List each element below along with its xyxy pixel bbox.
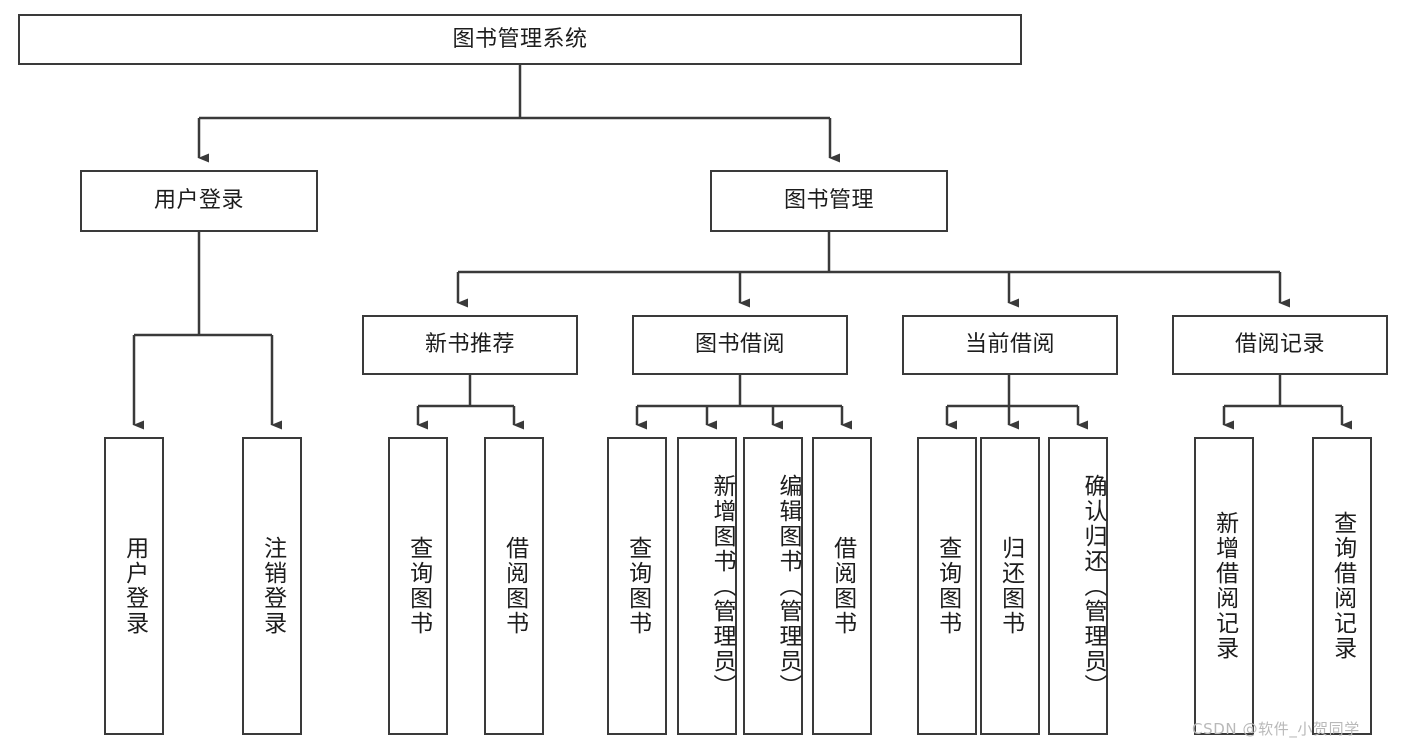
leaf-return-book[interactable]: 归还图书: [980, 437, 1040, 735]
leaf-add-book-admin[interactable]: 新增图书（管理员）: [677, 437, 737, 735]
leaf-confirm-return-admin[interactable]: 确认归还（管理员）: [1048, 437, 1108, 735]
csdn-watermark: CSDN @软件_小贺同学: [1192, 720, 1360, 738]
leaf-query-book-borrow[interactable]: 查询图书: [607, 437, 667, 735]
node-borrow-record[interactable]: 借阅记录: [1172, 315, 1388, 375]
node-user-login[interactable]: 用户登录: [80, 170, 318, 232]
node-book-management[interactable]: 图书管理: [710, 170, 948, 232]
leaf-query-borrow-record[interactable]: 查询借阅记录: [1312, 437, 1372, 735]
leaf-query-book-recommend[interactable]: 查询图书: [388, 437, 448, 735]
leaf-query-book-current[interactable]: 查询图书: [917, 437, 977, 735]
leaf-edit-book-admin[interactable]: 编辑图书（管理员）: [743, 437, 803, 735]
leaf-borrow-book-borrow[interactable]: 借阅图书: [812, 437, 872, 735]
node-book-borrow[interactable]: 图书借阅: [632, 315, 848, 375]
node-new-book-recommend[interactable]: 新书推荐: [362, 315, 578, 375]
leaf-user-login[interactable]: 用户登录: [104, 437, 164, 735]
leaf-add-borrow-record[interactable]: 新增借阅记录: [1194, 437, 1254, 735]
node-root-book-management-system[interactable]: 图书管理系统: [18, 14, 1022, 65]
leaf-borrow-book-recommend[interactable]: 借阅图书: [484, 437, 544, 735]
node-current-borrow[interactable]: 当前借阅: [902, 315, 1118, 375]
leaf-logout-login[interactable]: 注销登录: [242, 437, 302, 735]
